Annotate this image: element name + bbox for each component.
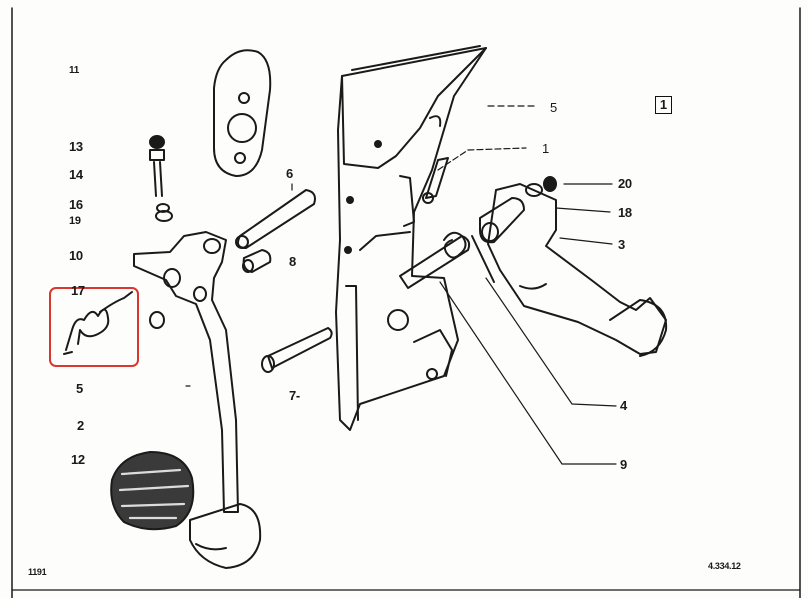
callout-2: 2 [77,418,84,433]
pivot-pin-part [235,189,316,249]
callout-18: 18 [618,205,632,220]
spring-and-shaft-part [399,231,495,289]
clutch-pedal-part [133,231,262,569]
brake-pedal-part [479,176,668,357]
return-spring-part [63,291,133,355]
drawing-id-label: 1191 [28,567,47,577]
reference-code-label: 4.334.12 [708,561,741,571]
small-pin-part [422,157,449,204]
bolt-washer-stack [149,135,173,222]
callout-19: 19 [69,215,81,227]
callout-6: 6 [286,166,293,181]
long-bolt-part [261,327,333,373]
small-washer-part [149,311,165,329]
callout-5-right: 5 [550,100,557,115]
highlight-frame [49,287,139,367]
callout-10: 10 [69,248,83,263]
callout-16: 16 [69,197,83,212]
callout-17: 17 [71,283,85,298]
leader-lines [185,105,617,465]
callout-11: 11 [69,65,79,76]
figure-number-box: 1 [655,96,672,114]
callout-3: 3 [618,237,625,252]
bushing-part [242,249,272,273]
callout-20: 20 [618,176,632,191]
callout-5-left: 5 [76,381,83,396]
callout-4: 4 [620,398,627,413]
pedal-rubber-pad-part [110,451,195,531]
callout-14: 14 [69,167,83,182]
mounting-bracket-part [335,45,487,431]
callout-13: 13 [69,139,83,154]
gasket-plate-part [213,49,272,177]
callout-1: 1 [542,141,549,156]
callout-12: 12 [71,452,85,467]
callout-8: 8 [289,254,296,269]
callout-9: 9 [620,457,627,472]
callout-7: 7- [289,388,300,403]
